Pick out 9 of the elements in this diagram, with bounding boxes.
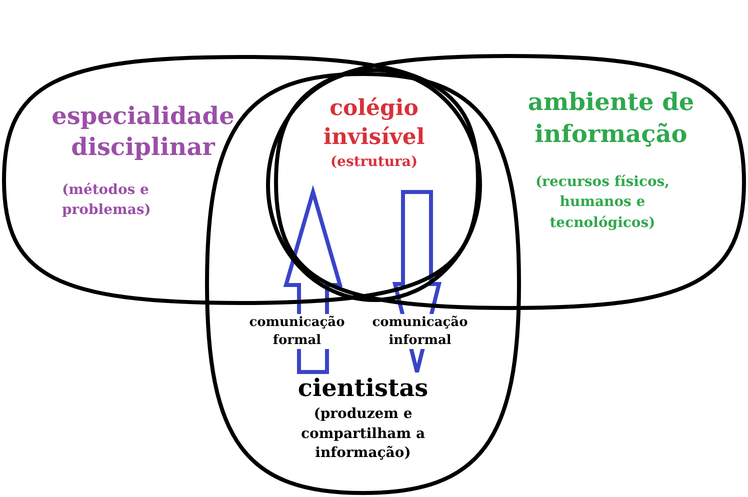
heading: ambiente de informação: [526, 86, 696, 150]
description: (recursos físicos, humanos e tecnológicos): [534, 173, 671, 233]
description: (métodos e problemas): [62, 181, 152, 220]
heading: colégio invisível: [322, 94, 426, 152]
description: (produzem e compartilham a informação): [300, 405, 426, 464]
heading: cientistas: [296, 372, 430, 404]
venn-ellipse: [266, 68, 482, 302]
heading: especialidade disciplinar: [50, 100, 236, 162]
description: (estrutura): [329, 153, 419, 172]
